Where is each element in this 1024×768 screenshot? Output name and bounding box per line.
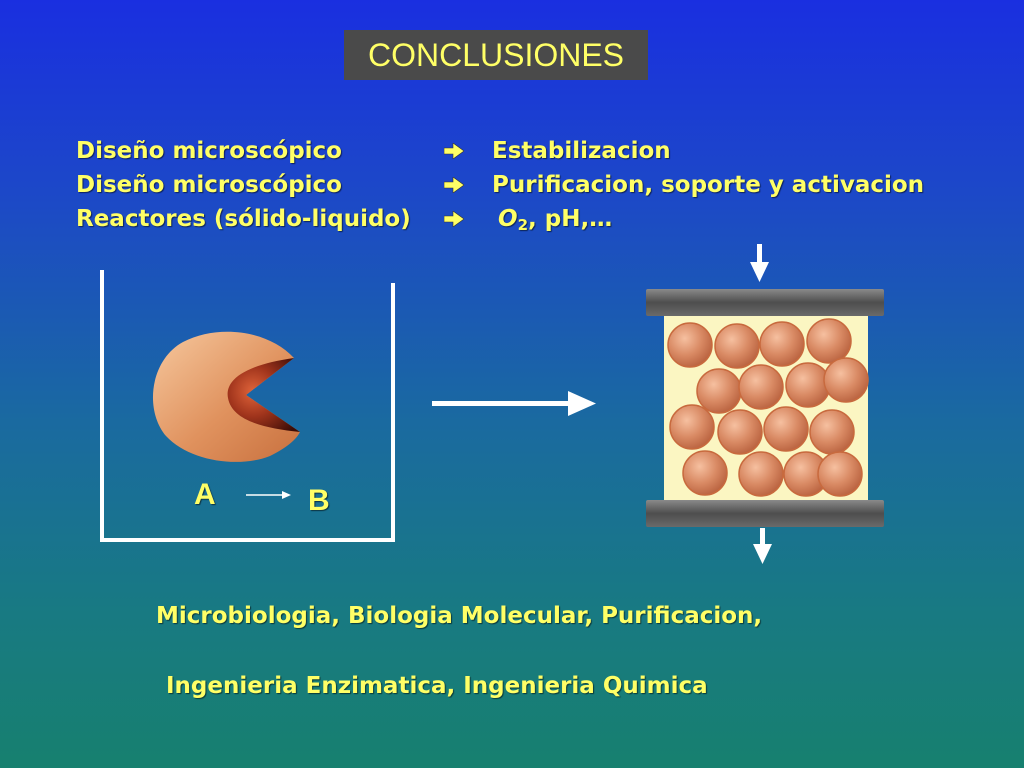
bead-icon [759,321,805,367]
conclusion-right-tail: , pH,… [528,206,613,232]
conclusion-right: O2, pH,… [498,202,612,242]
bead-icon [823,357,869,403]
reactor-bottom-plate [646,500,884,527]
product-label: B [308,484,330,517]
oxygen-symbol: O [498,206,518,232]
bead-icon [809,409,855,455]
bead-icon [667,322,713,368]
bead-bed [667,318,869,497]
bead-icon [682,450,728,496]
conclusion-right: Estabilizacion [492,138,671,164]
process-arrow-icon [432,391,596,416]
conclusion-left: Diseño microscópico [76,172,342,198]
conclusion-row: Reactores (sólido-liquido) O2, pH,… [76,202,996,236]
enzyme-icon [152,331,300,462]
fields-line-2: Ingenieria Enzimatica, Ingenieria Quimic… [166,673,708,699]
bead-icon [785,362,831,408]
bead-icon [669,404,715,450]
bead-icon [763,406,809,452]
bead-icon [717,409,763,455]
page-title: CONCLUSIONES [344,30,648,80]
bead-icon [817,451,863,497]
reactor-top-plate [646,289,884,316]
bead-icon [738,364,784,410]
fields-line-1: Microbiologia, Biologia Molecular, Purif… [156,603,763,629]
conclusion-row: Diseño microscópico Estabilizacion [76,134,996,168]
conclusion-list: Diseño microscópico Estabilizacion Diseñ… [76,134,996,236]
beaker-outline [100,270,395,542]
conclusion-right: Purificacion, soporte y activacion [492,172,925,198]
oxygen-subscript: 2 [517,216,528,234]
down-arrow-icon [753,528,772,564]
conclusion-left: Reactores (sólido-liquido) [76,206,411,232]
bead-icon [738,451,784,497]
bead-icon [714,323,760,369]
down-arrow-icon [750,244,769,282]
conclusion-row: Diseño microscópico Purificacion, soport… [76,168,996,202]
reaction-arrowhead [282,491,291,499]
substrate-label: A [194,478,216,511]
bead-icon [806,318,852,364]
bead-icon [696,368,742,414]
conclusion-left: Diseño microscópico [76,138,342,164]
